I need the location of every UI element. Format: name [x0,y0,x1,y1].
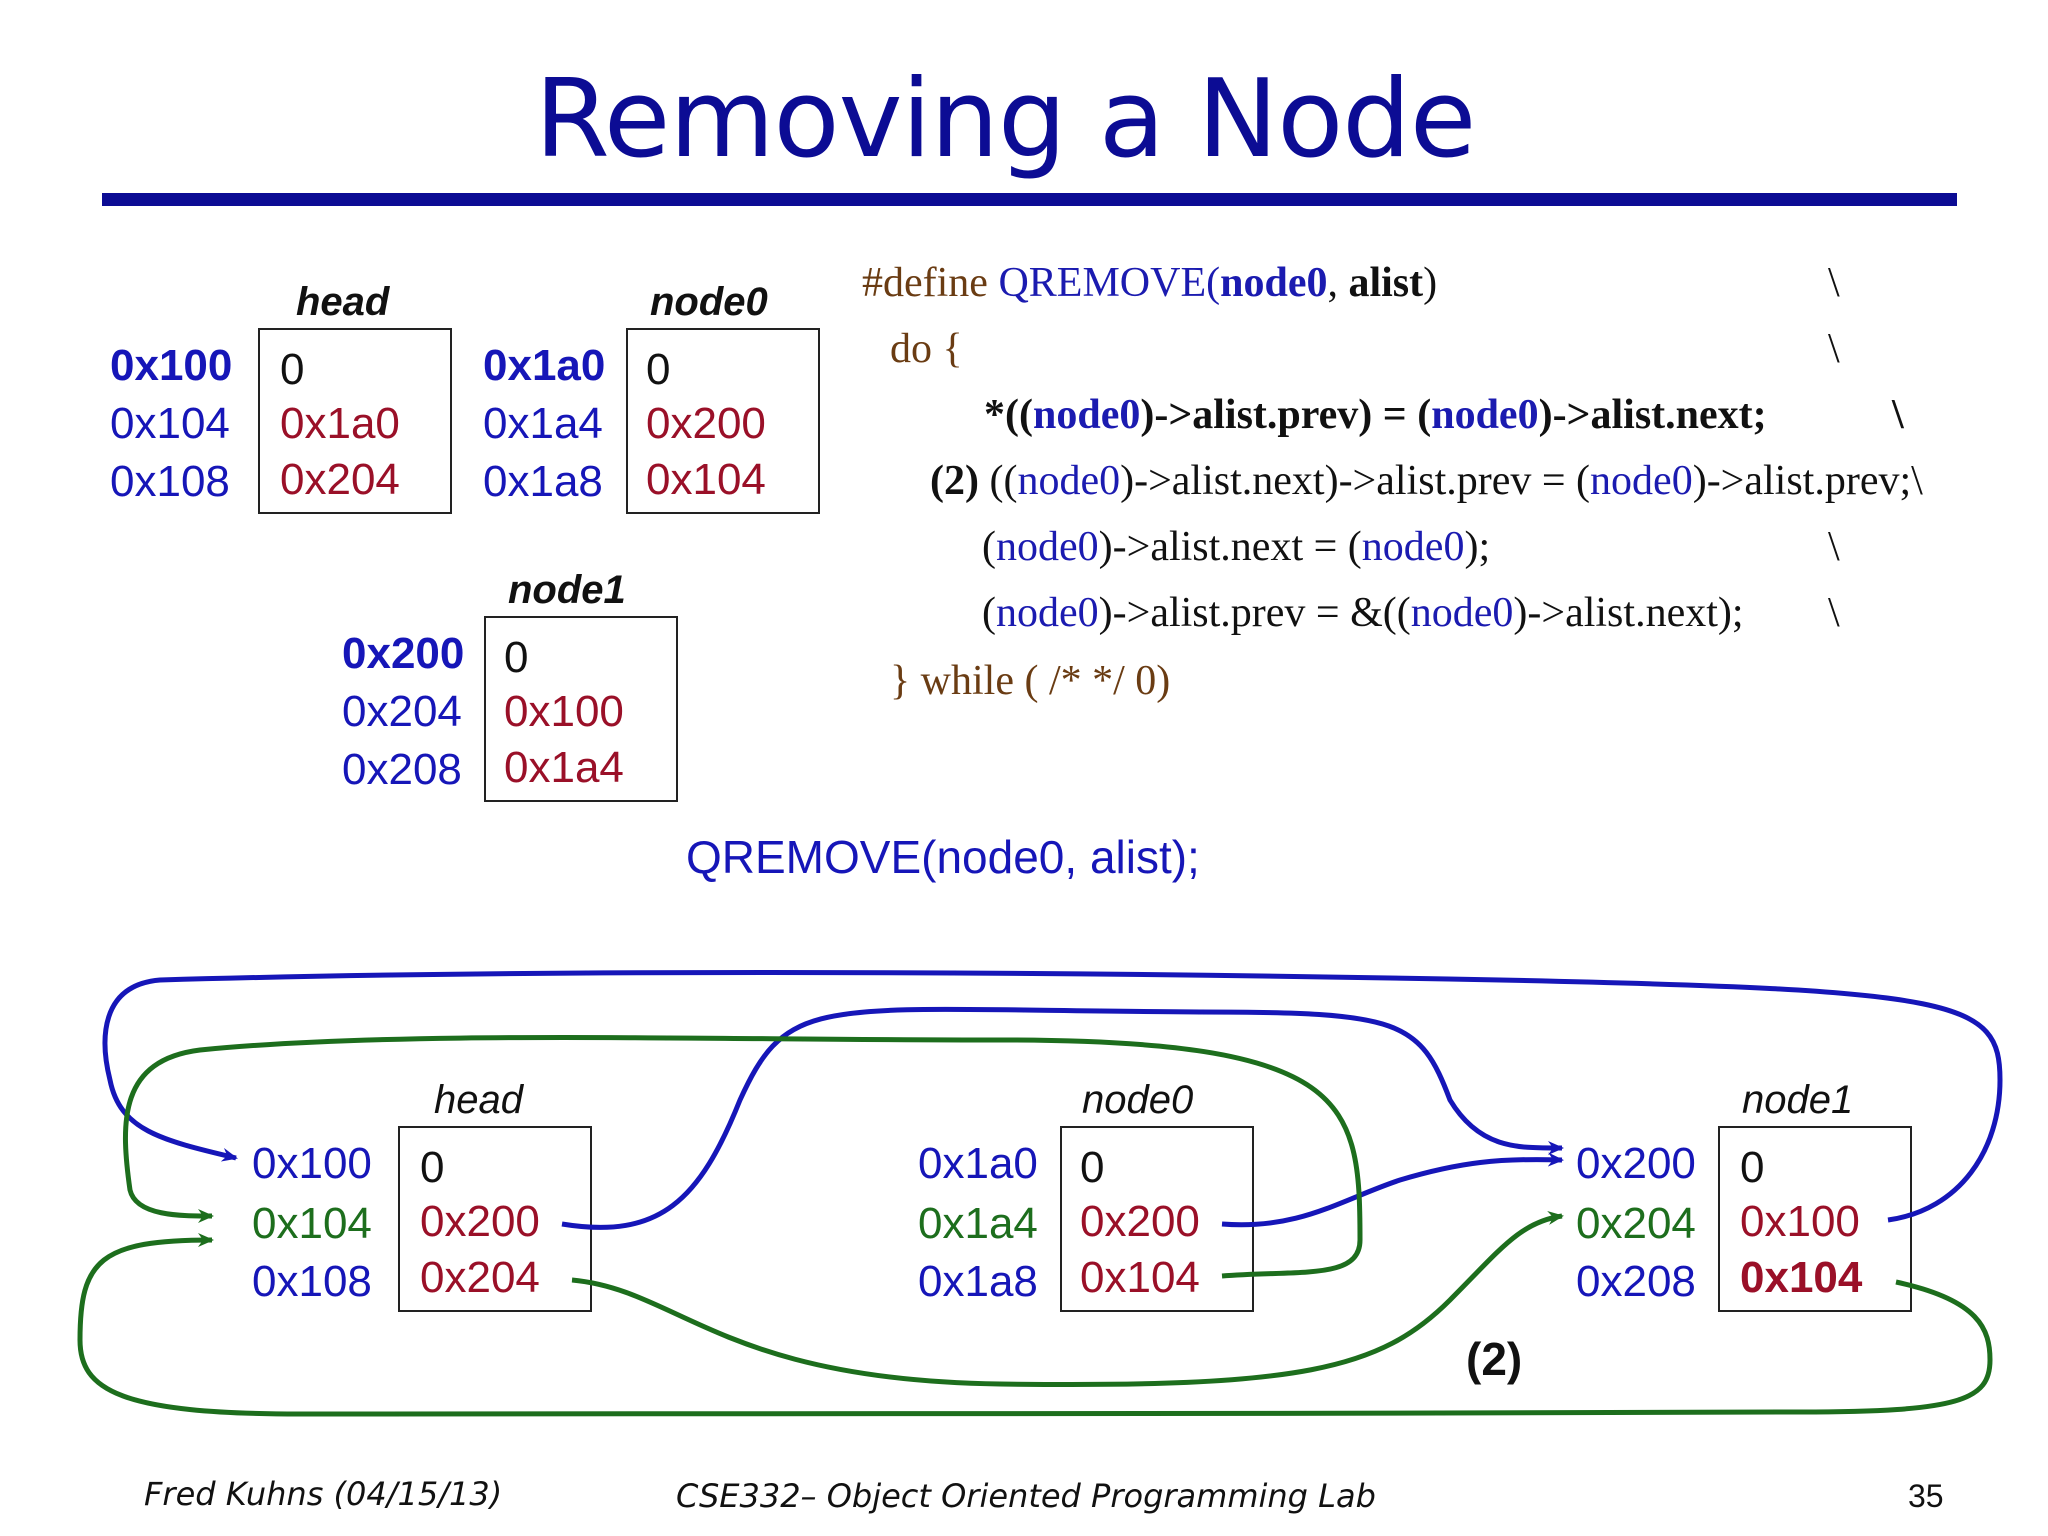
bottom-node1-val-0: 0 [1740,1143,1765,1192]
bottom-node0-val-0: 0 [1080,1143,1105,1192]
top-head-val-2: 0x204 [280,455,400,504]
top-node1-box [484,616,678,802]
top-head-val-0: 0 [280,345,305,394]
bottom-node0-label: node0 [1082,1078,1194,1122]
bottom-head-addr-0: 0x100 [252,1139,372,1188]
bottom-head-addr-1: 0x104 [252,1199,372,1248]
code-line-2: do { [890,326,963,372]
step-2-label: (2) [1466,1333,1523,1385]
top-head-box [258,328,452,514]
bottom-node0-addr-1: 0x1a4 [918,1199,1038,1248]
top-node1-addr-1: 0x204 [342,687,462,736]
code-line-7: } while ( /* */ 0) [890,658,1171,704]
bottom-node1-val-1: 0x100 [1740,1197,1860,1246]
top-node0-val-0: 0 [646,345,671,394]
title-rule [102,193,1957,206]
top-node1-val-0: 0 [504,633,529,682]
top-node1-val-2: 0x1a4 [504,743,624,792]
code-line-6: (node0)->alist.prev = &((node0)->alist.n… [982,590,1744,636]
bottom-node0-val-2: 0x104 [1080,1253,1200,1302]
bottom-node0-addr-2: 0x1a8 [918,1257,1038,1306]
bottom-head-val-0: 0 [420,1143,445,1192]
code-continuation-3: \ [1892,392,1904,438]
top-node0-val-1: 0x200 [646,399,766,448]
footer-author: Fred Kuhns (04/15/13) [144,1475,503,1513]
top-head-label: head [296,280,390,324]
top-node0-addr-2: 0x1a8 [483,457,603,506]
code-continuation-2: \ [1828,326,1840,372]
bottom-node0-addr-0: 0x1a0 [918,1139,1038,1188]
macro-call: QREMOVE(node0, alist); [686,831,1200,883]
top-node0-box [626,328,820,514]
code-continuation-6: \ [1828,590,1840,636]
footer-course: CSE332– Object Oriented Programming Lab [676,1477,1376,1515]
top-node1-addr-0: 0x200 [342,629,465,678]
bottom-node1-addr-2: 0x208 [1576,1257,1696,1306]
bottom-node1-val-2: 0x104 [1740,1253,1863,1302]
top-node1-addr-2: 0x208 [342,745,462,794]
slide-title: Removing a Node [534,57,1477,182]
code-line-4: (2) ((node0)->alist.next)->alist.prev = … [930,458,1923,504]
top-node0-addr-0: 0x1a0 [483,341,606,390]
top-head-addr-2: 0x108 [110,457,230,506]
page-number: 35 [1908,1478,1944,1514]
top-node0-addr-1: 0x1a4 [483,399,603,448]
bottom-head-addr-2: 0x108 [252,1257,372,1306]
code-continuation-5: \ [1828,524,1840,570]
top-node1-label: node1 [508,568,626,612]
top-head-addr-0: 0x100 [110,341,233,390]
arrow-node1-next-to-head [102,970,2003,1223]
top-node0-label: node0 [650,280,768,324]
code-line-1: #define QREMOVE(node0, alist) [862,260,1438,306]
code-line-3: *((node0)->alist.prev) = (node0)->alist.… [984,392,1767,438]
top-node0-val-2: 0x104 [646,455,766,504]
bottom-head-label: head [434,1078,523,1122]
bottom-head-val-2: 0x204 [420,1253,540,1302]
code-line-5: (node0)->alist.next = (node0); [982,524,1491,570]
bottom-node1-addr-1: 0x204 [1576,1199,1696,1248]
bottom-node1-label: node1 [1742,1078,1854,1122]
bottom-node1-addr-0: 0x200 [1576,1139,1696,1188]
bottom-head-val-1: 0x200 [420,1197,540,1246]
top-head-val-1: 0x1a0 [280,399,400,448]
arrow-node0-next-to-node1 [1221,1152,1564,1228]
bottom-node0-val-1: 0x200 [1080,1197,1200,1246]
top-node1-val-1: 0x100 [504,687,624,736]
top-head-addr-1: 0x104 [110,399,230,448]
code-continuation-1: \ [1828,260,1840,306]
